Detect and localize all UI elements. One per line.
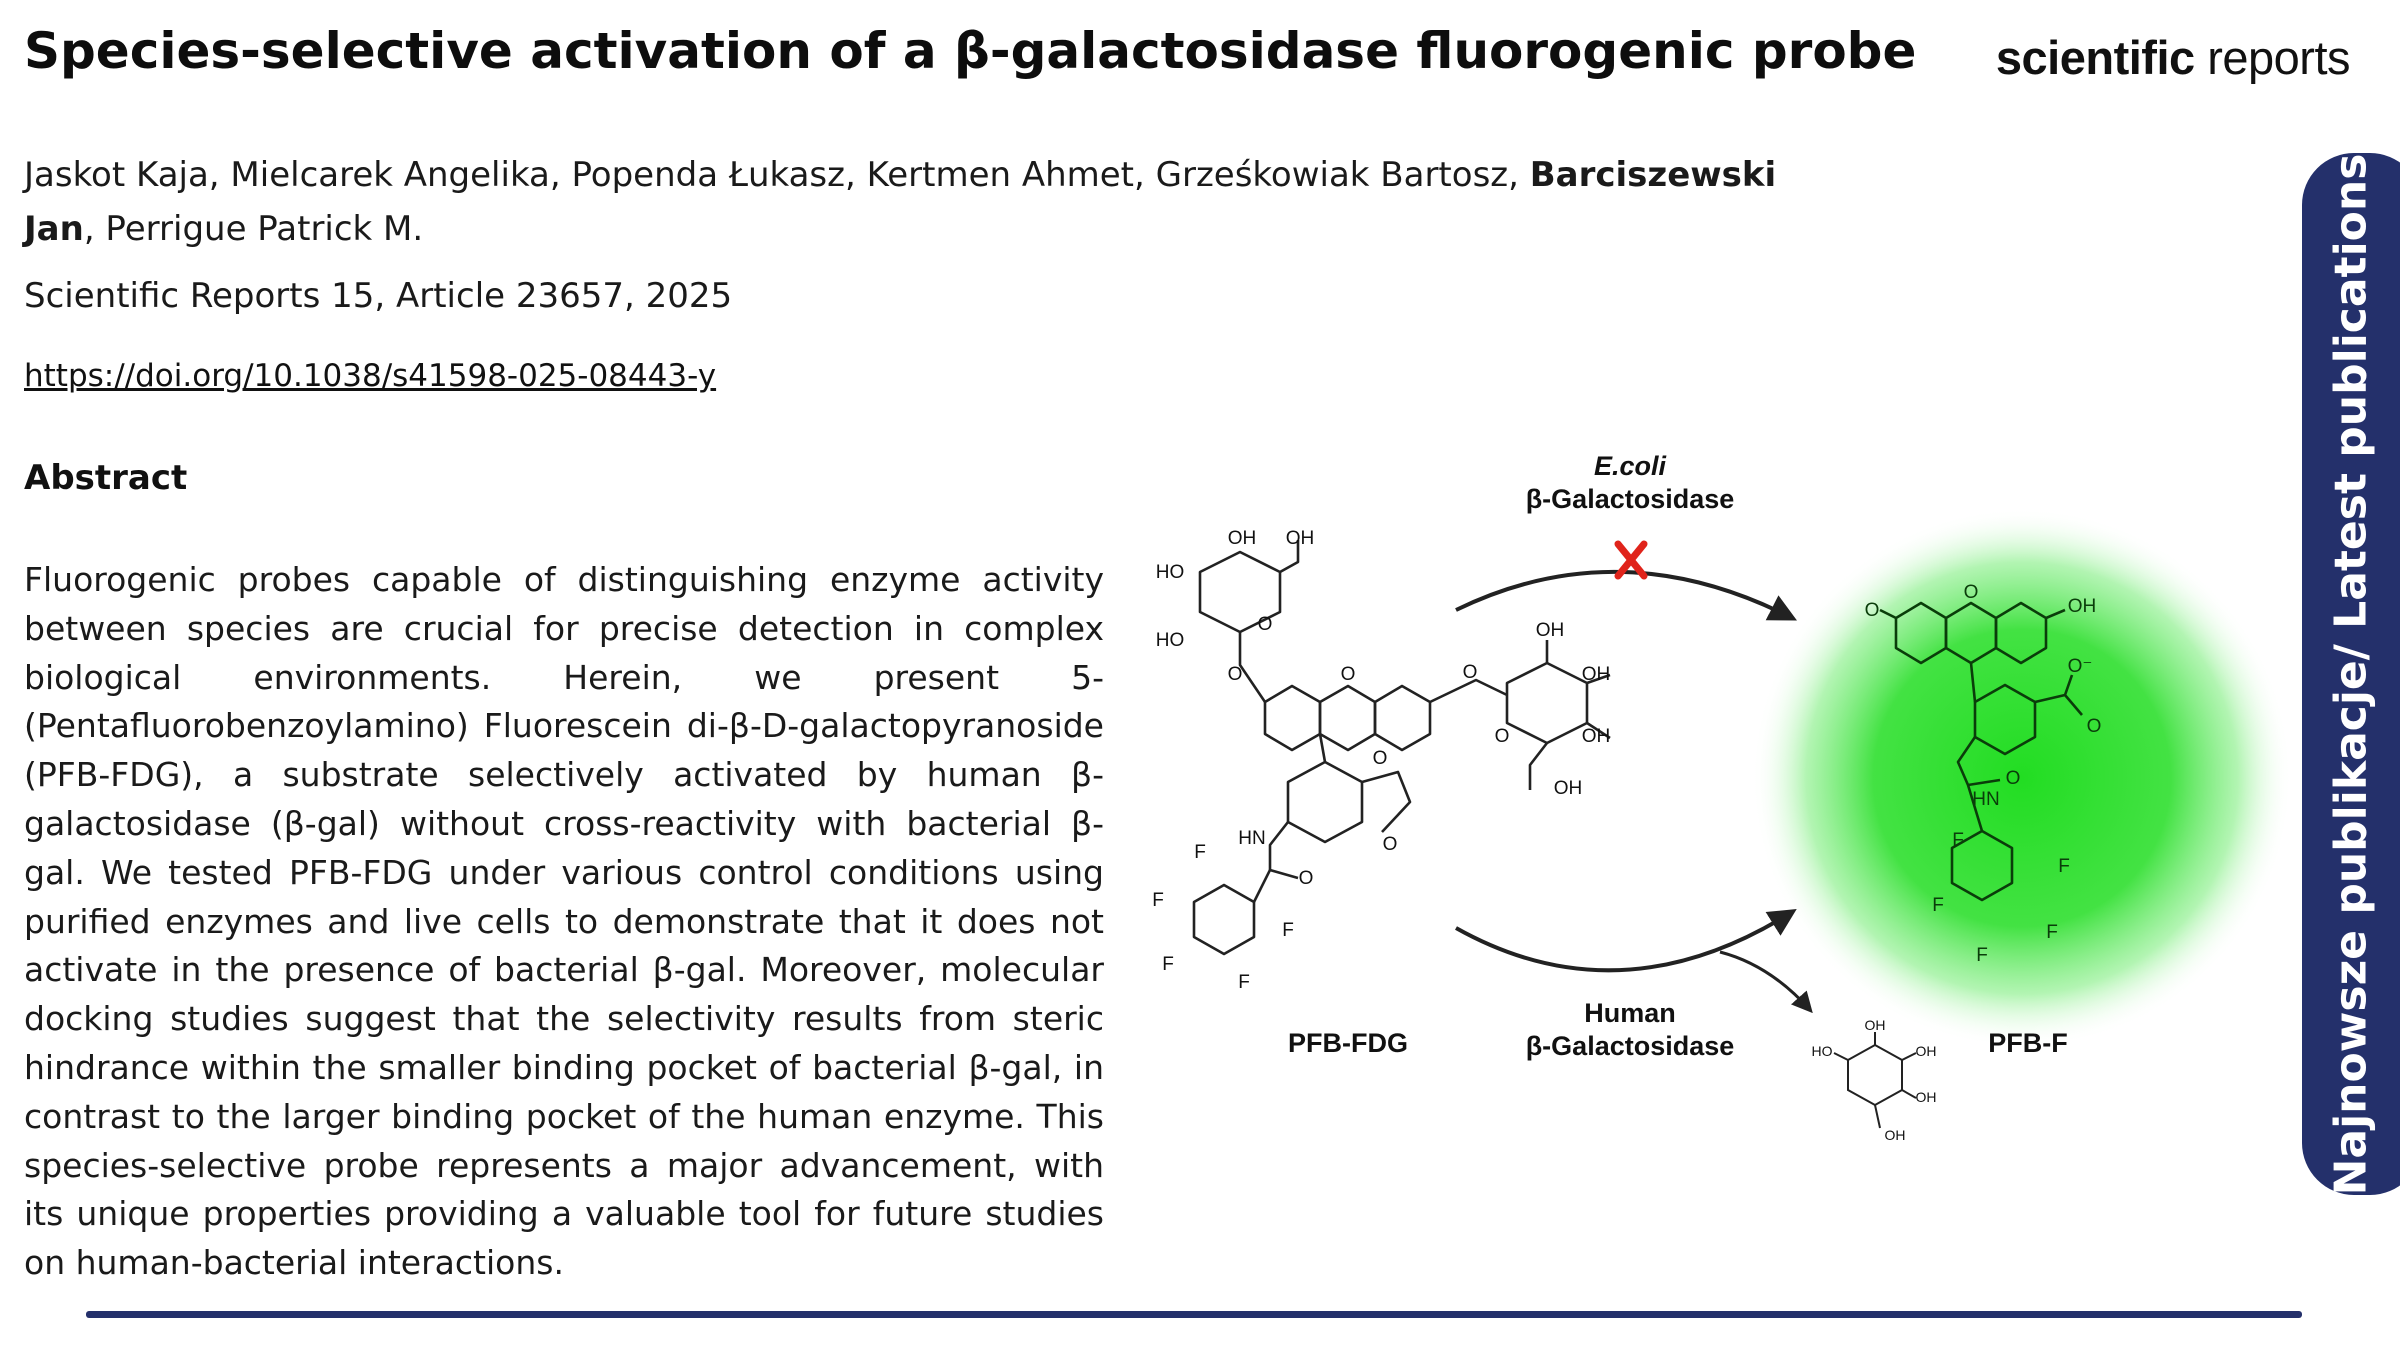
atom-label-ho: HO [1812, 1043, 1833, 1059]
atom-label-o: O [1258, 614, 1273, 635]
atom-label-f: F [1152, 890, 1164, 911]
atom-label-f: F [1194, 842, 1206, 863]
atom-label-f: F [1238, 972, 1250, 993]
highlighted-author: Barciszewski Jan [24, 155, 1777, 249]
pfb-f-structure [1879, 601, 2083, 902]
logo-light-text: reports [2207, 31, 2350, 84]
atom-label-o: O [1495, 726, 1510, 747]
ecoli-enzyme-label: E.coli [1594, 451, 1667, 481]
atom-label-oh: OH [1582, 726, 1611, 747]
atom-label-f: F [1952, 830, 1964, 851]
bottom-divider [86, 1311, 2302, 1318]
atom-label-f: F [2046, 922, 2058, 943]
atom-label-oh: OH [2068, 596, 2097, 617]
journal-citation: Scientific Reports 15, Article 23657, 20… [24, 276, 733, 316]
substrate-name-label: PFB-FDG [1288, 1028, 1408, 1058]
latest-publications-tab-label-wrap: Najnowsze publikacje/ Latest publication… [2302, 153, 2400, 1195]
author-list: Jaskot Kaja, Mielcarek Angelika, Popenda… [24, 148, 1854, 256]
atom-label-hn: HN [1972, 789, 1999, 810]
atom-label-oh: OH [1536, 620, 1565, 641]
atom-label-ho: HO [1156, 630, 1185, 651]
atom-label-o: O [1865, 600, 1880, 621]
abstract-text: Fluorogenic probes capable of distinguis… [24, 560, 1104, 1283]
atom-label-f: F [1976, 945, 1988, 966]
atom-label-oh: OH [1228, 528, 1257, 549]
atom-label-o: O [1341, 664, 1356, 685]
atom-label-o: O [1463, 662, 1478, 683]
bottom-reaction-arrow [1455, 909, 1797, 973]
blocked-reaction-cross [1614, 540, 1648, 580]
top-reaction-arrow [1455, 570, 1797, 621]
atom-label-f: F [1282, 920, 1294, 941]
atom-label-f: F [2058, 856, 2070, 877]
reaction-scheme-figure: E.coli β-Galactosidase Human β-Galactosi… [1152, 451, 2292, 1143]
atom-label-hn: HN [1238, 828, 1265, 849]
authors-text-end: , Perrigue Patrick M. [83, 209, 424, 249]
latest-publications-tab[interactable] [2302, 153, 2400, 1195]
atom-label-ho: HO [1156, 562, 1185, 583]
atom-label-o: O [1383, 834, 1398, 855]
atom-label-o: O [1964, 582, 1979, 603]
fluorescence-glow [1752, 508, 2292, 1048]
atom-label-f: F [1162, 954, 1174, 975]
authors-text: Jaskot Kaja, Mielcarek Angelika, Popenda… [24, 155, 1530, 195]
journal-logo: scientific reports [1995, 30, 2351, 85]
atom-label-oh: OH [1865, 1017, 1886, 1033]
released-galactose-structure [1833, 1032, 1917, 1129]
atom-label-f: F [1932, 895, 1944, 916]
atom-label-o: O [1373, 748, 1388, 769]
atom-label-o: O [2087, 716, 2102, 737]
atom-label-o: O [1228, 664, 1243, 685]
pfb-fdg-structure [1192, 540, 1611, 956]
atom-label-o: O [2006, 768, 2021, 789]
atom-label-oh: OH [1916, 1043, 1937, 1059]
atom-label-oh: OH [1916, 1089, 1937, 1105]
atom-label-o-minus: O⁻ [2068, 656, 2093, 677]
atom-label-oh: OH [1554, 778, 1583, 799]
galactose-release-arrow [1719, 950, 1813, 1014]
atom-label-oh: OH [1582, 664, 1611, 685]
ecoli-galactosidase-label: β-Galactosidase [1526, 484, 1735, 514]
abstract-heading: Abstract [24, 458, 188, 498]
page-title: Species-selective activation of a β-gala… [24, 22, 1917, 80]
atom-label-o: O [1299, 868, 1314, 889]
product-name-label: PFB-F [1988, 1028, 2067, 1058]
atom-label-oh: OH [1286, 528, 1315, 549]
human-enzyme-label: Human [1584, 998, 1676, 1028]
logo-bold-text: scientific [1995, 31, 2195, 84]
human-galactosidase-label: β-Galactosidase [1526, 1031, 1735, 1061]
doi-link[interactable]: https://doi.org/10.1038/s41598-025-08443… [24, 358, 717, 394]
latest-publications-tab-label: Najnowsze publikacje/ Latest publication… [2325, 153, 2377, 1195]
atom-label-oh: OH [1885, 1127, 1906, 1143]
